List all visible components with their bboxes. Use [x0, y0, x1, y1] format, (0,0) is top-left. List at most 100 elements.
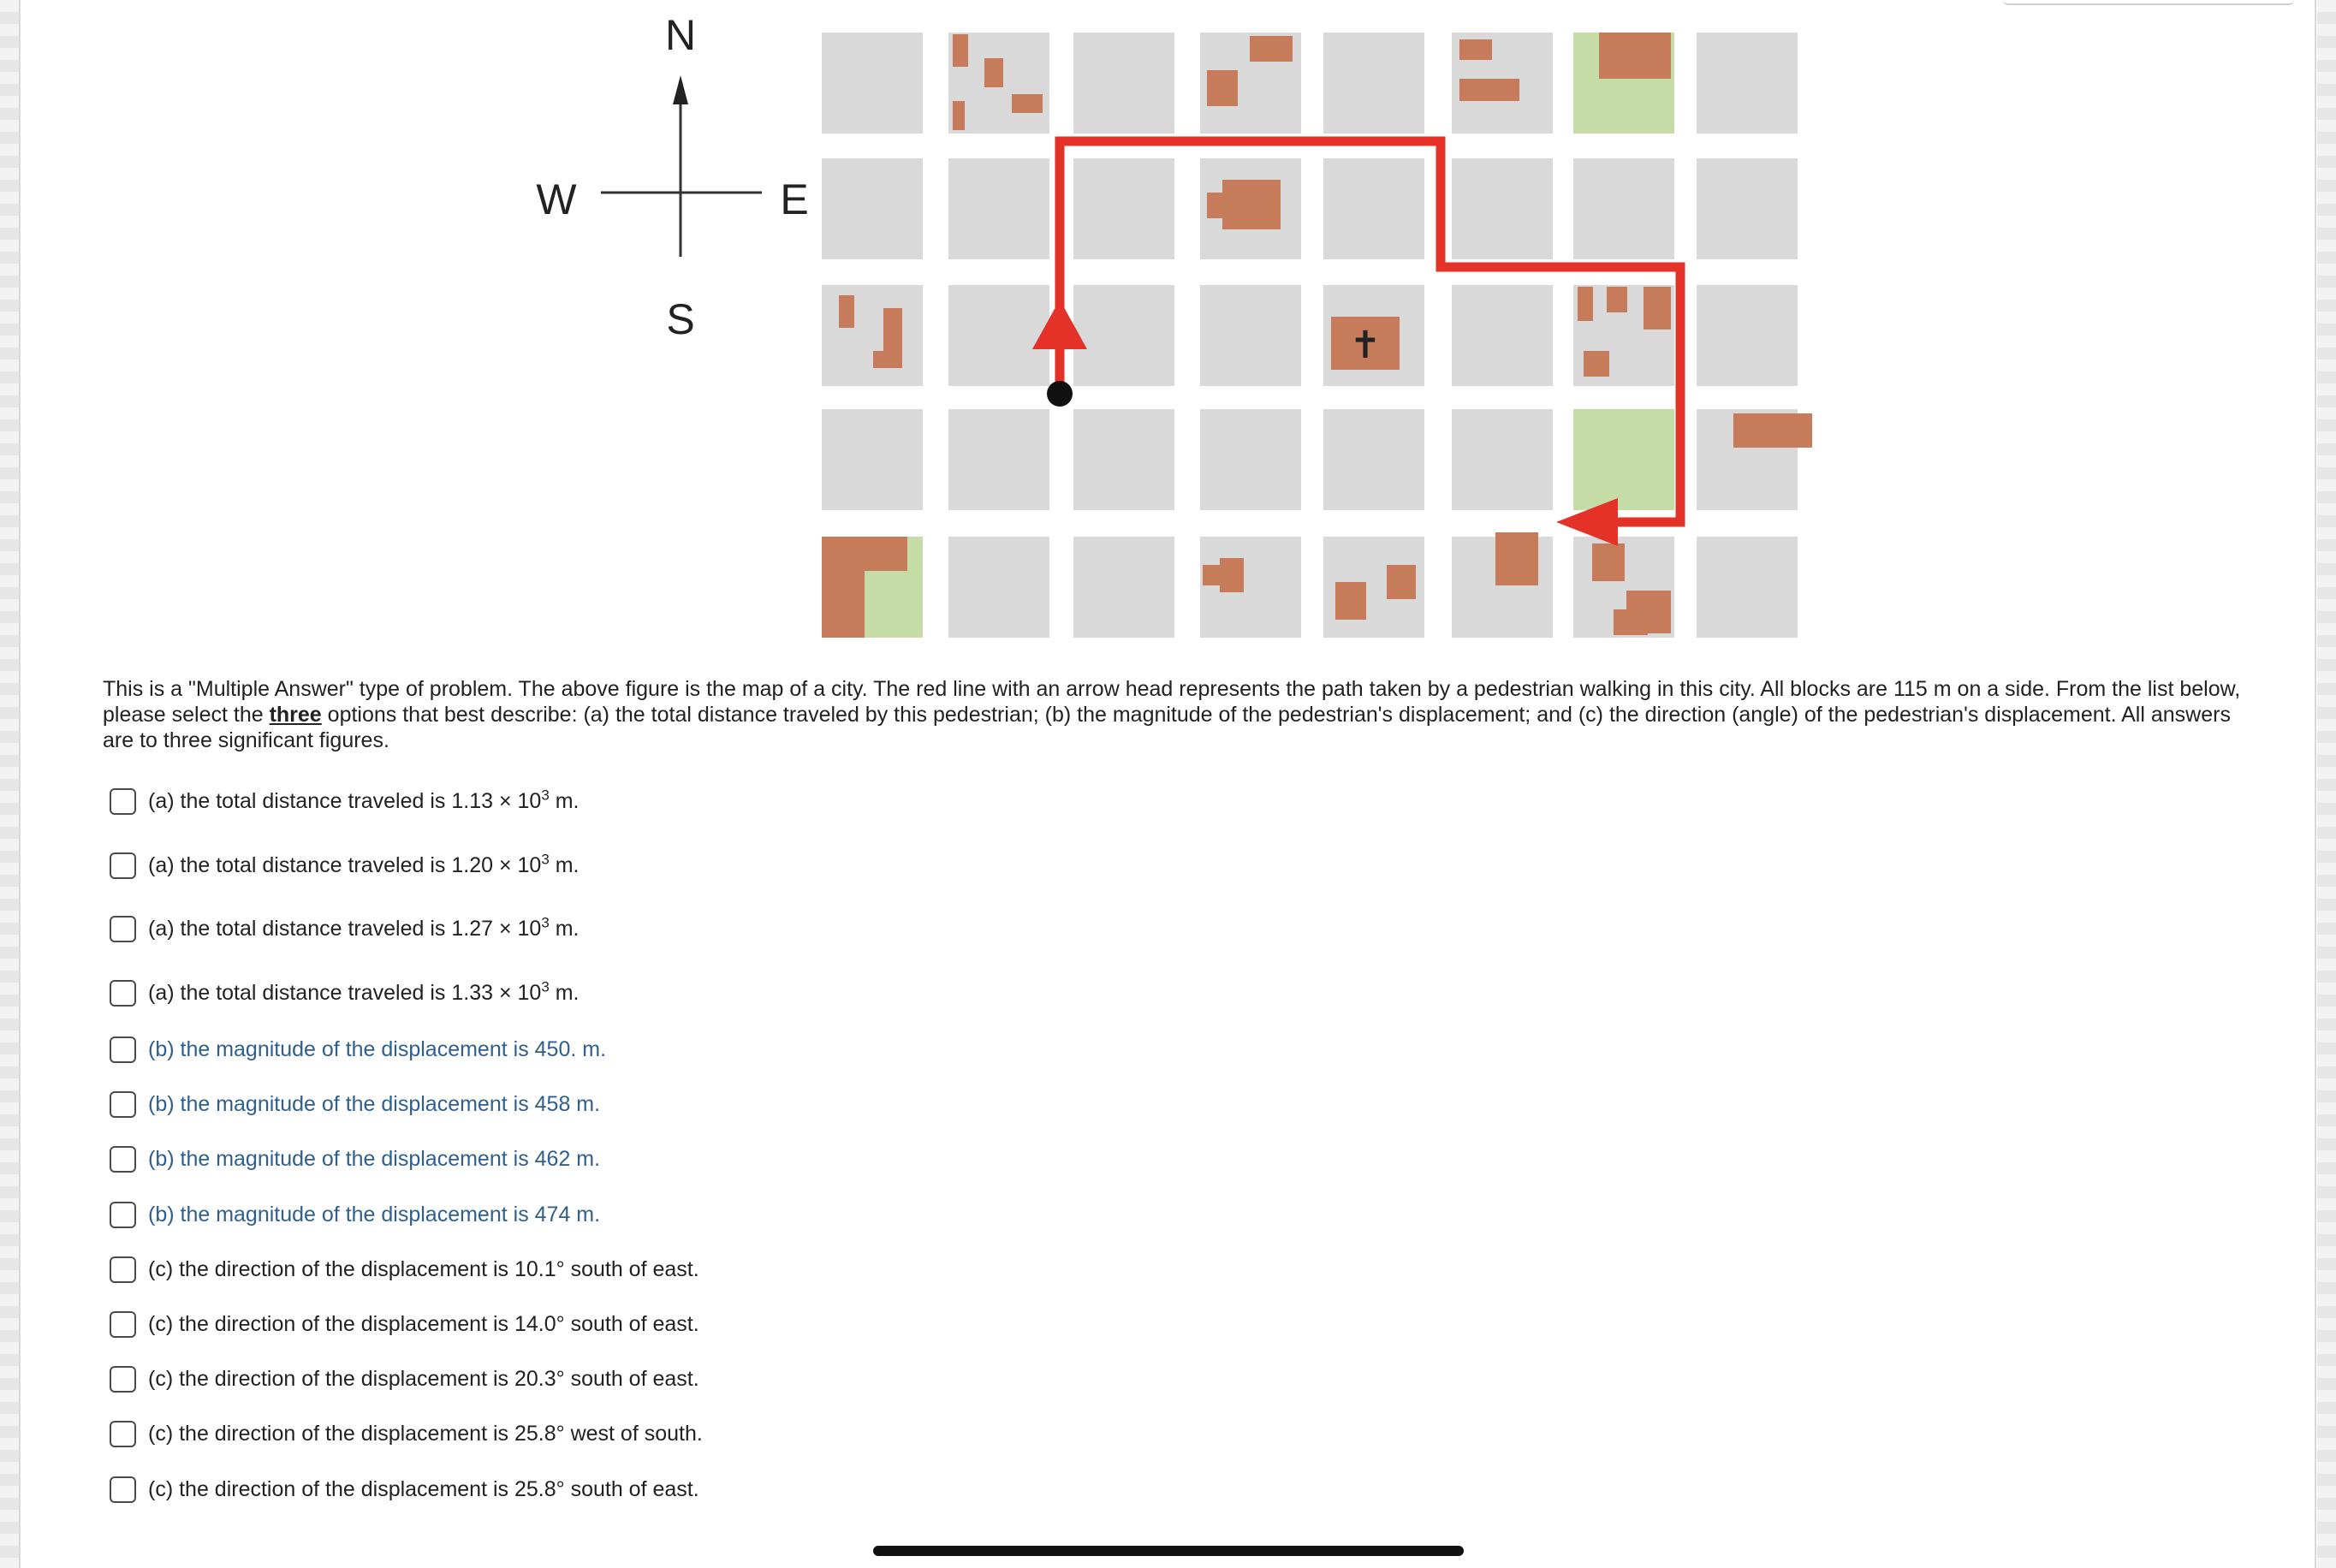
city-block	[1452, 409, 1553, 510]
question-prompt: This is a "Multiple Answer" type of prob…	[103, 676, 2243, 753]
compass-rose: N S W E	[536, 11, 808, 343]
building	[1592, 543, 1625, 581]
answer-option-text: (a) the total distance traveled is 1.27 …	[148, 916, 542, 941]
city-block	[948, 537, 1049, 638]
answer-option-text: (a) the total distance traveled is 1.33 …	[148, 980, 542, 1005]
city-block	[1452, 158, 1553, 259]
church-icon: ✝	[1331, 317, 1400, 370]
city-block	[1323, 33, 1424, 134]
answer-option-label: (c) the direction of the displacement is…	[148, 1422, 703, 1446]
answer-option[interactable]: (a) the total distance traveled is 1.33 …	[110, 977, 580, 1008]
answer-option-label: (c) the direction of the displacement is…	[148, 1257, 699, 1282]
answer-option-text: (b) the magnitude of the displacement is…	[148, 1202, 601, 1226]
city-block	[1697, 537, 1798, 638]
city-block	[1697, 158, 1798, 259]
answer-option-exponent: 3	[541, 787, 550, 804]
path-start-point-icon	[1047, 381, 1073, 407]
building	[1607, 287, 1627, 312]
building	[953, 34, 968, 67]
park	[1573, 409, 1674, 510]
right-border	[2315, 0, 2316, 1568]
building	[1459, 79, 1519, 101]
answer-option[interactable]: (c) the direction of the displacement is…	[110, 1474, 699, 1505]
right-page-edge	[2317, 0, 2336, 1568]
city-block	[1452, 285, 1553, 386]
compass-north-label: N	[665, 11, 696, 59]
path-end-arrowhead-icon	[1556, 498, 1618, 546]
building	[1644, 287, 1671, 330]
answer-option[interactable]: (a) the total distance traveled is 1.20 …	[110, 850, 580, 881]
answer-option-label: (b) the magnitude of the displacement is…	[148, 1203, 600, 1227]
answer-option[interactable]: (c) the direction of the displacement is…	[110, 1363, 699, 1394]
answer-option-text: (a) the total distance traveled is 1.20 …	[148, 852, 542, 877]
compass-east-label: E	[780, 175, 808, 223]
answer-option-text: (b) the magnitude of the displacement is…	[148, 1036, 607, 1061]
answer-checkbox[interactable]	[110, 1090, 136, 1118]
answer-option[interactable]: (b) the magnitude of the displacement is…	[110, 1143, 600, 1174]
answer-checkbox[interactable]	[110, 979, 136, 1007]
answer-option[interactable]: (b) the magnitude of the displacement is…	[110, 1034, 606, 1065]
answer-checkbox[interactable]	[110, 1365, 136, 1393]
answer-option-label: (c) the direction of the displacement is…	[148, 1312, 699, 1337]
answer-checkbox[interactable]	[110, 915, 136, 942]
building	[1584, 351, 1609, 377]
home-indicator[interactable]	[873, 1546, 1464, 1556]
city-block	[1323, 409, 1424, 510]
answer-option-exponent: 3	[541, 914, 550, 931]
answer-checkbox[interactable]	[110, 1420, 136, 1447]
city-block	[1073, 33, 1174, 134]
answer-option[interactable]: (c) the direction of the displacement is…	[110, 1309, 699, 1339]
question-emphasis: three	[269, 703, 322, 727]
building	[873, 351, 899, 368]
answer-option-label: (a) the total distance traveled is 1.33 …	[148, 979, 580, 1006]
city-buildings	[822, 33, 1812, 638]
city-block	[1697, 285, 1798, 386]
city-map-figure: N S W E ✝	[536, 11, 1812, 638]
answer-checkbox[interactable]	[110, 1201, 136, 1228]
building	[1387, 565, 1416, 599]
svg-text:✝: ✝	[1350, 324, 1382, 367]
answer-checkbox[interactable]	[110, 1310, 136, 1338]
building	[1222, 180, 1281, 229]
answer-option[interactable]: (b) the magnitude of the displacement is…	[110, 1199, 600, 1230]
answer-option-text: (c) the direction of the displacement is…	[148, 1421, 703, 1446]
answer-option-text: (a) the total distance traveled is 1.13 …	[148, 788, 542, 813]
answer-option[interactable]: (c) the direction of the displacement is…	[110, 1254, 699, 1285]
compass-south-label: S	[666, 295, 694, 343]
answer-option-text: (c) the direction of the displacement is…	[148, 1311, 699, 1336]
compass-west-label: W	[536, 175, 577, 223]
city-block	[1573, 158, 1674, 259]
city-block	[1073, 409, 1174, 510]
answer-option-unit: m.	[549, 788, 580, 813]
answer-checkbox[interactable]	[110, 1036, 136, 1063]
answer-option-unit: m.	[549, 852, 580, 877]
city-block	[1200, 537, 1301, 638]
answer-option[interactable]: (b) the magnitude of the displacement is…	[110, 1089, 600, 1120]
answer-checkbox[interactable]	[110, 852, 136, 879]
city-block	[948, 158, 1049, 259]
answer-option[interactable]: (c) the direction of the displacement is…	[110, 1418, 703, 1449]
answer-option-unit: m.	[549, 916, 580, 941]
answer-checkbox[interactable]	[110, 1476, 136, 1503]
building	[839, 295, 854, 328]
answer-option[interactable]: (a) the total distance traveled is 1.27 …	[110, 913, 580, 944]
answer-option-label: (a) the total distance traveled is 1.27 …	[148, 914, 580, 941]
answer-checkbox[interactable]	[110, 1145, 136, 1173]
building	[1207, 70, 1238, 106]
city-block	[1697, 33, 1798, 134]
city-block	[1073, 285, 1174, 386]
answer-option-label: (c) the direction of the displacement is…	[148, 1477, 699, 1502]
answer-checkbox[interactable]	[110, 1256, 136, 1283]
city-block	[1200, 285, 1301, 386]
answer-option-text: (b) the magnitude of the displacement is…	[148, 1146, 601, 1171]
answer-checkbox[interactable]	[110, 787, 136, 815]
path-start-arrowhead-icon	[1032, 300, 1087, 349]
question-text-after: options that best describe: (a) the tota…	[103, 703, 2231, 752]
city-block	[822, 285, 923, 386]
top-tab-edge	[2003, 0, 2294, 5]
answer-option-label: (a) the total distance traveled is 1.20 …	[148, 852, 580, 878]
building	[1207, 193, 1228, 218]
answer-option[interactable]: (a) the total distance traveled is 1.13 …	[110, 786, 580, 817]
path-line	[1055, 136, 1685, 527]
answer-option-label: (b) the magnitude of the displacement is…	[148, 1037, 606, 1062]
